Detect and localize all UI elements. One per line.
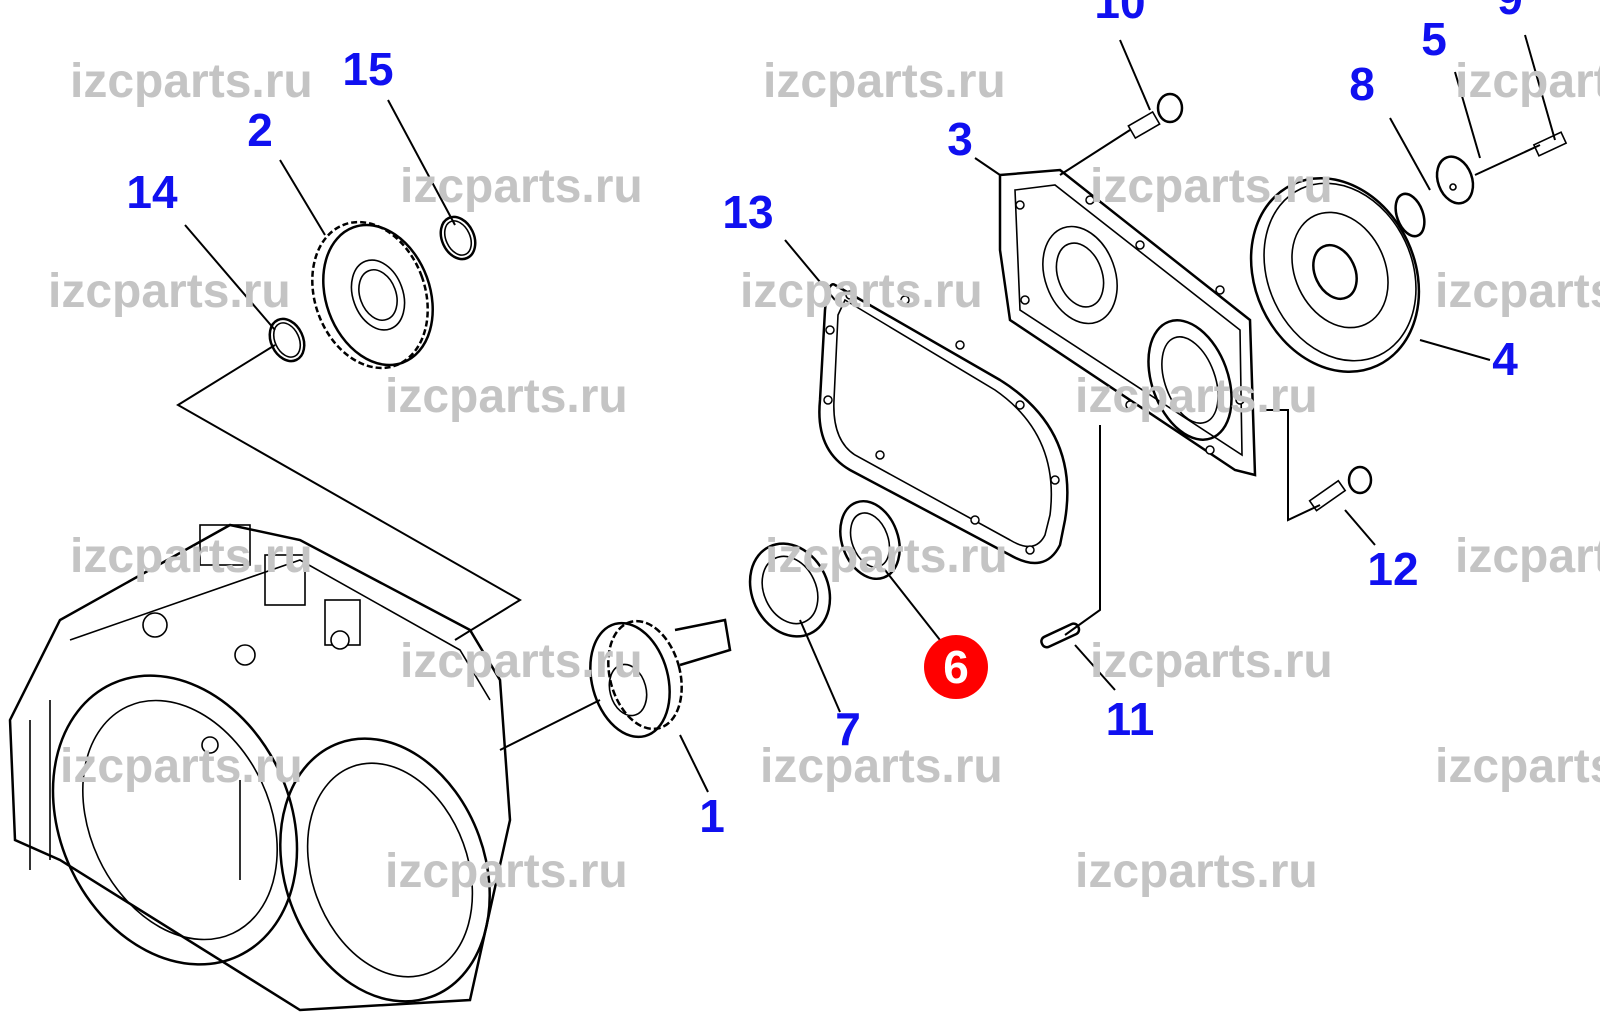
watermark: izcparts.ru bbox=[1075, 845, 1318, 898]
watermark: izcparts.ru bbox=[70, 530, 313, 583]
watermark: izcparts.ru bbox=[70, 55, 313, 108]
label-part-12[interactable]: 12 bbox=[1367, 543, 1418, 595]
label-part-11[interactable]: 11 bbox=[1106, 693, 1155, 745]
label-part-8[interactable]: 8 bbox=[1349, 58, 1375, 110]
watermark: izcparts.ru bbox=[1090, 635, 1333, 688]
label-part-13[interactable]: 13 bbox=[722, 186, 773, 238]
watermark: izcparts.ru bbox=[765, 530, 1008, 583]
part-6-bearing bbox=[839, 499, 901, 581]
label-part-1[interactable]: 1 bbox=[699, 790, 725, 842]
watermark: izcparts.ru bbox=[400, 635, 643, 688]
label-part-7[interactable]: 7 bbox=[835, 703, 861, 755]
watermark: izcparts.ru bbox=[740, 265, 983, 318]
part-15-snap-ring bbox=[439, 215, 477, 261]
part-11-pin bbox=[1040, 622, 1081, 649]
label-part-14[interactable]: 14 bbox=[126, 166, 178, 218]
part-1-shaft-gear bbox=[589, 618, 732, 739]
part-13-gasket bbox=[818, 283, 1069, 565]
leader-lines bbox=[176, 34, 1556, 793]
part-14-snap-ring bbox=[268, 317, 306, 363]
watermark: izcparts.ru bbox=[1075, 370, 1318, 423]
label-part-3[interactable]: 3 bbox=[947, 113, 973, 165]
watermark: izcparts.ru bbox=[1455, 55, 1600, 108]
label-part-6[interactable]: 6 bbox=[943, 641, 969, 693]
label-part-15[interactable]: 15 bbox=[342, 43, 393, 95]
part-7-bearing bbox=[748, 542, 832, 638]
label-part-4[interactable]: 4 bbox=[1492, 333, 1518, 385]
watermark: izcparts.ru bbox=[60, 740, 303, 793]
label-part-2[interactable]: 2 bbox=[247, 104, 273, 156]
callout-labels: 10 9 5 8 3 15 2 14 13 4 12 11 7 1 6 bbox=[126, 0, 1522, 842]
transmission-housing bbox=[8, 523, 512, 1012]
part-3-cover bbox=[998, 168, 1257, 477]
part-5-washer bbox=[1435, 155, 1475, 205]
label-part-6-highlighted[interactable]: 6 bbox=[924, 635, 988, 699]
watermark: izcparts.ru bbox=[1435, 740, 1600, 793]
label-part-5[interactable]: 5 bbox=[1421, 13, 1447, 65]
watermark: izcparts.ru bbox=[400, 160, 643, 213]
part-8-o-ring bbox=[1394, 192, 1426, 238]
watermark: izcparts.ru bbox=[385, 845, 628, 898]
label-part-10[interactable]: 10 bbox=[1094, 0, 1145, 28]
watermark: izcparts.ru bbox=[1435, 265, 1600, 318]
part-10-bolt bbox=[1059, 92, 1184, 176]
watermarks: izcparts.ru izcparts.ru izcparts.ru izcp… bbox=[48, 55, 1600, 898]
watermark: izcparts.ru bbox=[1090, 160, 1333, 213]
watermark: izcparts.ru bbox=[1455, 530, 1600, 583]
watermark: izcparts.ru bbox=[385, 370, 628, 423]
watermark: izcparts.ru bbox=[48, 265, 291, 318]
part-2-gear bbox=[311, 220, 434, 370]
part-12-bolt bbox=[1308, 465, 1373, 512]
watermark: izcparts.ru bbox=[760, 740, 1003, 793]
watermark: izcparts.ru bbox=[763, 55, 1006, 108]
part-4-cover bbox=[1249, 177, 1421, 373]
highlight-circle bbox=[924, 635, 988, 699]
part-9-bolt bbox=[1474, 131, 1568, 176]
label-part-9[interactable]: 9 bbox=[1497, 0, 1523, 24]
